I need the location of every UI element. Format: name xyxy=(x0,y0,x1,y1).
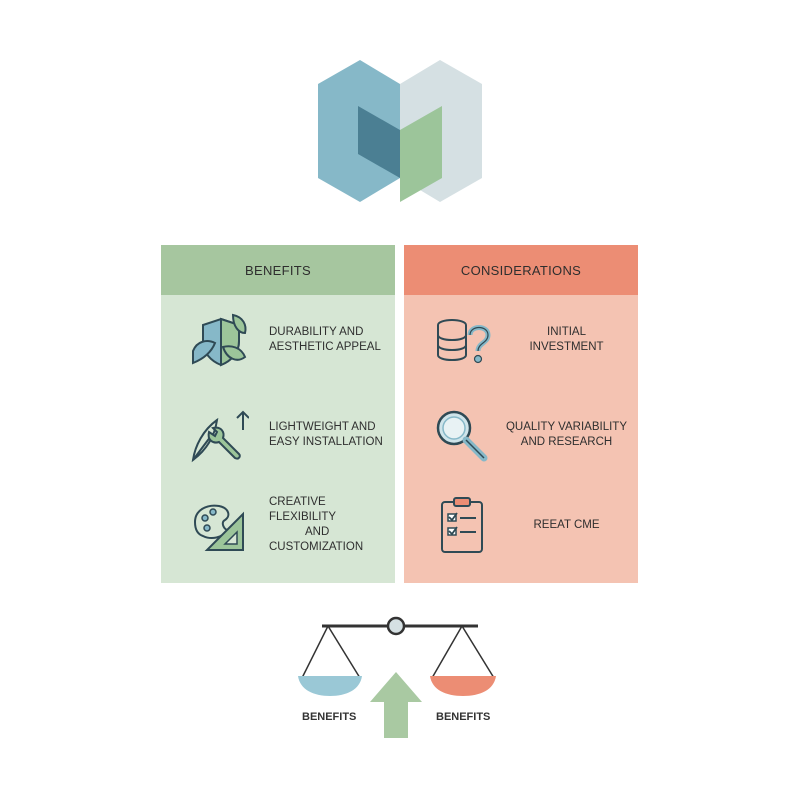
benefits-header: BENEFITS xyxy=(161,245,395,295)
balance-scale-icon xyxy=(298,616,496,738)
consideration-label: REEAT CME xyxy=(533,518,600,531)
consideration-item: REEAT CME xyxy=(404,490,638,560)
benefit-label: CREATIVE FLEXIBILITY AND CUSTOMIZATION xyxy=(269,496,364,553)
clipboard-checklist-icon xyxy=(441,497,483,553)
benefits-panel: BENEFITS DURABILITY AND AESTHETIC APPEAL… xyxy=(161,245,395,583)
considerations-panel: CONSIDERATIONS INITIAL INVESTMENT QUALIT… xyxy=(404,245,638,583)
benefit-label: LIGHTWEIGHT AND EASY INSTALLATION xyxy=(269,421,383,448)
consideration-item: QUALITY VARIABILITY AND RESEARCH xyxy=(404,400,638,470)
consideration-item: INITIAL INVESTMENT xyxy=(404,305,638,375)
shield-leaf-icon xyxy=(192,313,247,367)
logo-icon xyxy=(318,60,482,202)
left-pan xyxy=(298,676,362,696)
palette-ruler-icon xyxy=(193,504,244,551)
benefit-item: CREATIVE FLEXIBILITY AND CUSTOMIZATION xyxy=(161,490,395,560)
consideration-label: QUALITY VARIABILITY AND RESEARCH xyxy=(505,421,627,448)
scale-left-label: BENEFITS xyxy=(302,711,357,723)
benefit-item: LIGHTWEIGHT AND EASY INSTALLATION xyxy=(161,400,395,470)
benefit-label: DURABILITY AND AESTHETIC APPEAL xyxy=(269,326,381,353)
benefit-item: DURABILITY AND AESTHETIC APPEAL xyxy=(161,305,395,375)
scale-right-label: BENEFITS xyxy=(436,711,491,723)
up-arrow-icon xyxy=(370,672,422,738)
considerations-header: CONSIDERATIONS xyxy=(404,245,638,295)
consideration-label: INITIAL INVESTMENT xyxy=(529,326,604,353)
magnifier-icon xyxy=(436,410,488,462)
feather-wrench-icon xyxy=(191,410,249,463)
right-pan xyxy=(430,676,496,696)
coins-question-icon xyxy=(437,319,491,364)
